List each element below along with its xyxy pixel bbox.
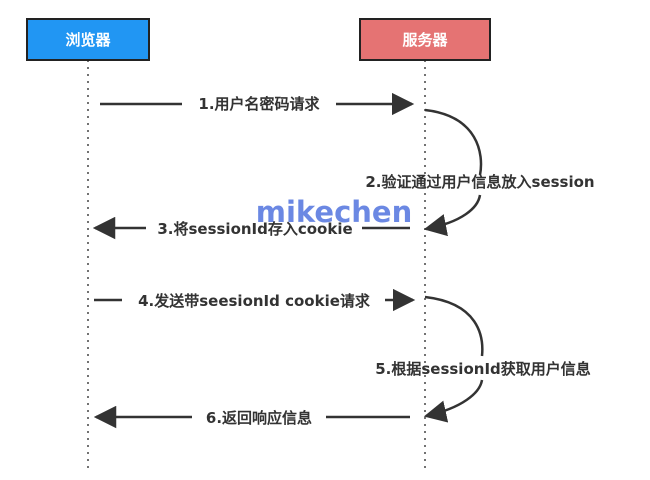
message-5-label: 5.根据sessionId获取用户信息	[375, 360, 591, 378]
message-5: 5.根据sessionId获取用户信息	[375, 295, 591, 416]
message-4-label: 4.发送带seesionId cookie请求	[138, 292, 371, 310]
server-box	[359, 18, 491, 61]
message-4: 4.发送带seesionId cookie请求	[94, 288, 416, 312]
browser-box	[26, 18, 150, 61]
message-2-label: 2.验证通过用户信息放入session	[365, 173, 594, 191]
message-2-curve	[425, 108, 483, 229]
message-3: 3.将sessionId存入cookie	[92, 216, 410, 240]
browser-label: 浏览器	[65, 31, 111, 49]
watermark-text: mikechen	[256, 195, 412, 229]
message-2: 2.验证通过用户信息放入session	[365, 108, 595, 229]
message-6: 6.返回响应信息	[93, 405, 410, 429]
server-label: 服务器	[402, 31, 448, 49]
server-actor: 服务器	[359, 18, 491, 61]
message-5-curve	[425, 295, 484, 416]
message-1-label: 1.用户名密码请求	[198, 95, 320, 113]
message-1: 1.用户名密码请求	[100, 92, 415, 116]
message-3-label: 3.将sessionId存入cookie	[157, 220, 352, 238]
browser-actor: 浏览器	[26, 18, 150, 61]
message-6-label: 6.返回响应信息	[206, 409, 312, 427]
